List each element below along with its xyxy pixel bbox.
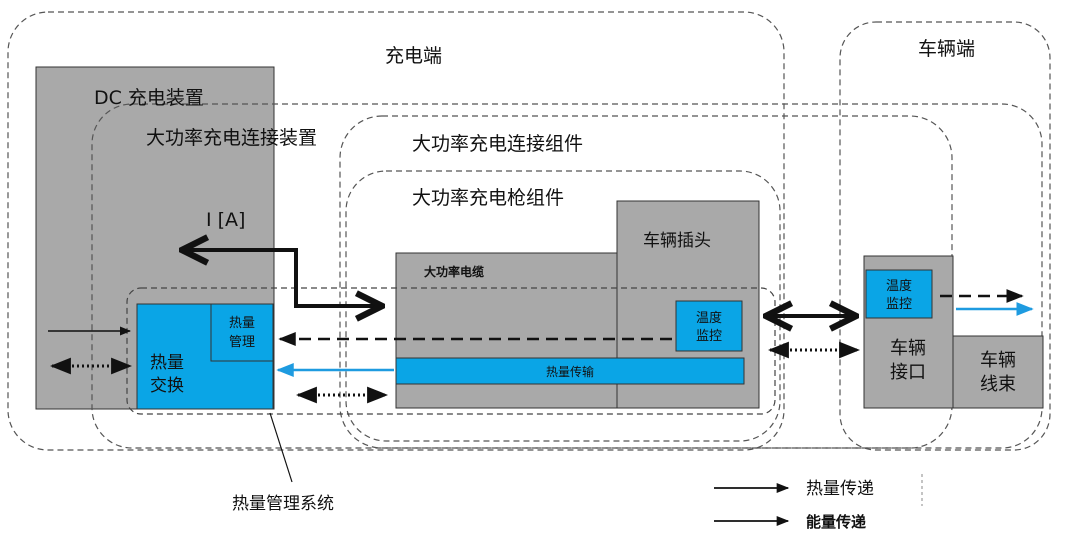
heat-transfer-bar xyxy=(395,357,745,385)
vehicle-harness-label-2: 线束 xyxy=(980,374,1016,395)
temp-monitor-plug-label-2: 监控 xyxy=(696,329,722,344)
legend-label-1: 热量传递 xyxy=(806,479,874,499)
vehicle-plug-label: 车辆插头 xyxy=(643,231,711,251)
vehicle-harness-label-1: 车辆 xyxy=(980,350,1016,371)
temp-monitor-plug-block xyxy=(675,300,743,352)
thermal-system-label: 热量管理系统 xyxy=(232,494,334,514)
temp-monitor-inlet-block xyxy=(865,269,933,319)
hpc-connection-device-label: 大功率充电连接装置 xyxy=(146,127,317,149)
charging-end-label: 充电端 xyxy=(385,45,442,67)
heat-management-block xyxy=(210,303,274,362)
cable-label: 大功率电缆 xyxy=(424,264,484,279)
heat-management-label-1: 热量 xyxy=(229,316,255,331)
temp-monitor-inlet-label-1: 温度 xyxy=(886,278,912,294)
vehicle-inlet-label-2: 接口 xyxy=(890,362,926,383)
current-label: I [A] xyxy=(206,209,245,231)
heat-exchange-label-2: 交换 xyxy=(150,376,184,396)
heat-management-label-2: 管理 xyxy=(229,335,255,350)
thermal-system-pointer xyxy=(269,412,293,483)
vehicle-end-region xyxy=(839,21,1051,451)
legend-label-2: 能量传递 xyxy=(806,513,866,531)
vehicle-end-label: 车辆端 xyxy=(918,38,975,60)
current-path-arrow xyxy=(182,250,382,306)
vehicle-harness-block xyxy=(952,335,1044,409)
heat-transfer-bar-label: 热量传输 xyxy=(546,364,594,379)
dc-charger-label: DC 充电装置 xyxy=(94,87,204,109)
temp-monitor-plug-label-1: 温度 xyxy=(696,310,722,326)
heat-exchange-label-1: 热量 xyxy=(150,353,184,373)
hpc-gun-assembly-label: 大功率充电枪组件 xyxy=(412,187,564,209)
hpc-connection-assembly-label: 大功率充电连接组件 xyxy=(412,133,583,155)
temp-monitor-inlet-label-2: 监控 xyxy=(886,297,912,312)
vehicle-inlet-label-1: 车辆 xyxy=(890,338,926,359)
